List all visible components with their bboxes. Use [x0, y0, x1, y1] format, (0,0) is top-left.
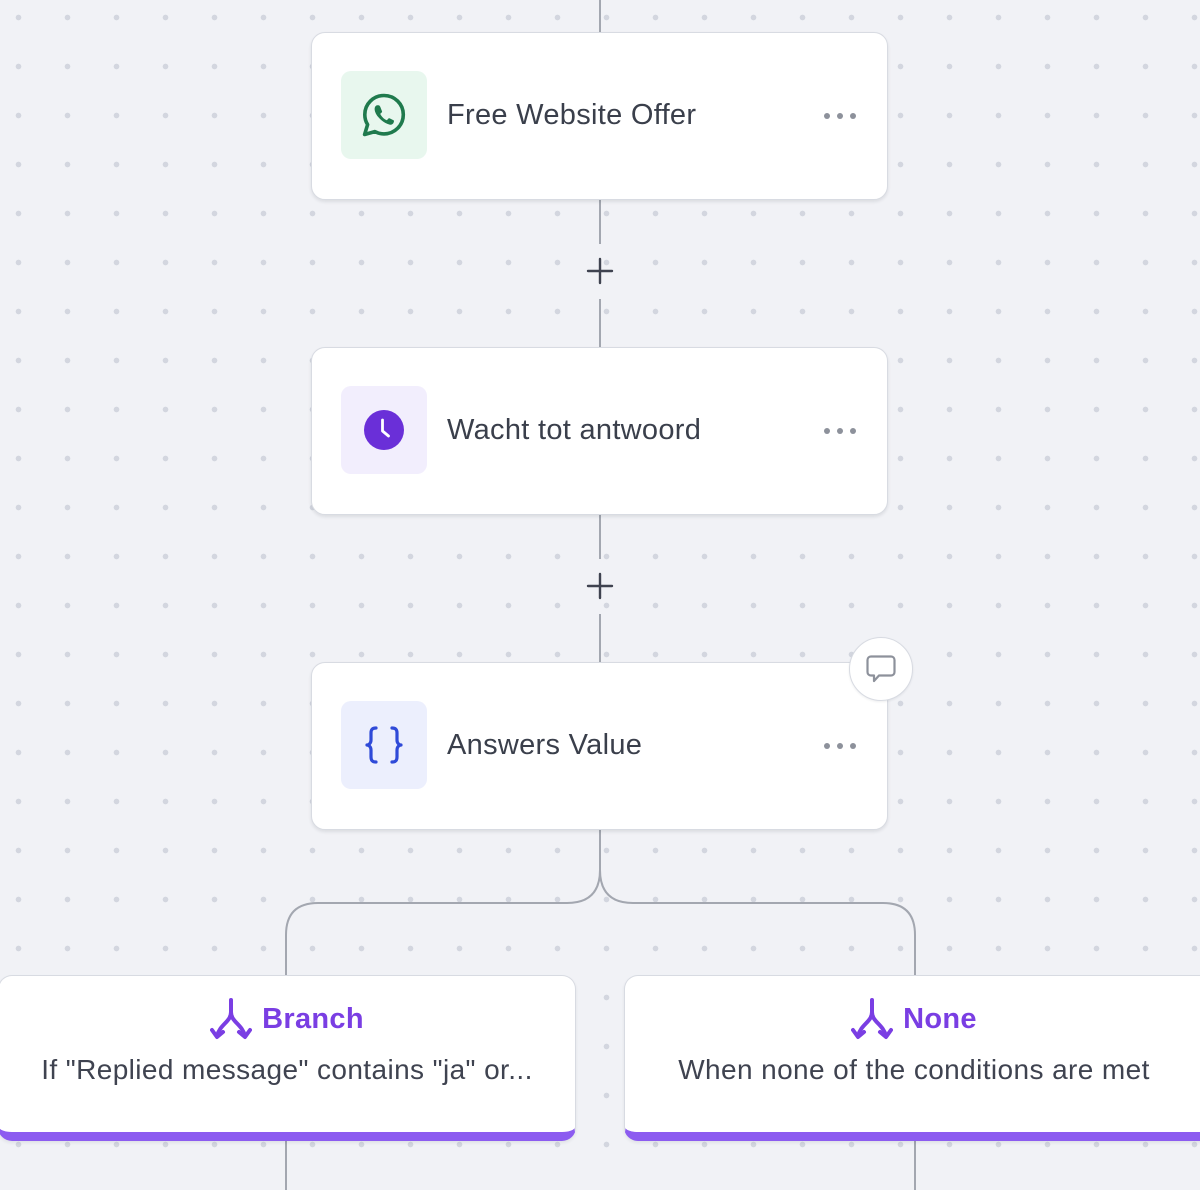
split-arrows-icon — [210, 998, 253, 1039]
add-step-button[interactable] — [575, 251, 625, 291]
connector-split-left — [285, 830, 601, 976]
more-options-icon — [824, 428, 856, 434]
branch-description: When none of the conditions are met — [678, 1054, 1150, 1085]
flow-node-whatsapp-message[interactable]: Free Website Offer — [311, 32, 888, 200]
branch-header: Branch — [0, 996, 575, 1042]
node-title: Answers Value — [447, 729, 643, 761]
whatsapp-icon — [362, 93, 406, 137]
add-step-button[interactable] — [575, 566, 625, 606]
more-options-button[interactable] — [819, 733, 861, 759]
branch-title: None — [903, 1002, 977, 1035]
more-options-icon — [824, 113, 856, 119]
plus-icon — [586, 257, 614, 285]
branch-card-condition[interactable]: Branch If "Replied message" contains "ja… — [0, 975, 576, 1141]
comment-icon — [866, 655, 896, 683]
clock-icon-tile — [341, 386, 427, 474]
more-options-icon — [824, 743, 856, 749]
clock-icon — [364, 410, 404, 450]
curly-braces-icon — [365, 726, 403, 764]
more-options-button[interactable] — [819, 418, 861, 444]
branch-header: None — [625, 996, 1200, 1042]
branch-description: If "Replied message" contains "ja" or... — [41, 1054, 533, 1085]
whatsapp-icon-tile — [341, 71, 427, 159]
flow-node-wait-for-reply[interactable]: Wacht tot antwoord — [311, 347, 888, 515]
more-options-button[interactable] — [819, 103, 861, 129]
split-arrows-icon — [851, 998, 894, 1039]
node-title: Wacht tot antwoord — [447, 414, 702, 446]
node-title: Free Website Offer — [447, 99, 697, 131]
curly-braces-icon-tile — [341, 701, 427, 789]
branch-card-none[interactable]: None When none of the conditions are met — [624, 975, 1200, 1141]
flow-node-answers-value[interactable]: Answers Value — [311, 662, 888, 830]
plus-icon — [586, 572, 614, 600]
connector-split-right — [599, 869, 916, 976]
add-comment-button[interactable] — [849, 637, 913, 701]
branch-title: Branch — [262, 1002, 364, 1035]
